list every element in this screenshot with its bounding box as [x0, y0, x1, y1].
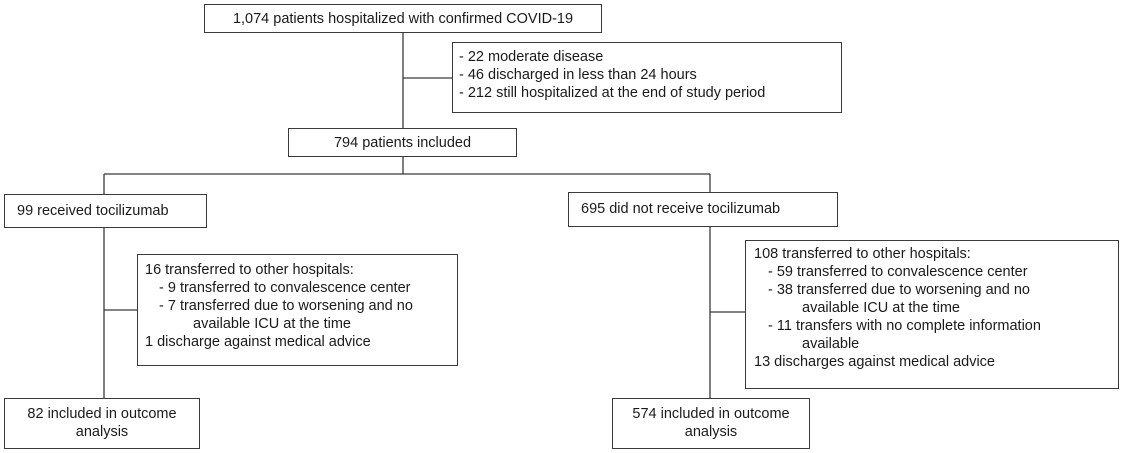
left-group-text: 99 received tocilizumab — [17, 203, 169, 219]
right-removed-item: 13 discharges against medical advice — [754, 354, 995, 370]
right-removed-item: - 59 transferred to convalescence center — [768, 264, 1028, 280]
left-removed-item: available ICU at the time — [193, 316, 351, 332]
box-right-group: 695 did not receive tocilizumab — [568, 192, 838, 227]
exclusion-item: - 212 still hospitalized at the end of s… — [459, 85, 766, 101]
exclusion-item: - 46 discharged in less than 24 hours — [459, 67, 697, 83]
box-exclusions: - 22 moderate disease - 46 discharged in… — [452, 42, 842, 113]
left-removed-item: 16 transferred to other hospitals: — [145, 262, 354, 278]
right-removed-item: 108 transferred to other hospitals: — [754, 246, 971, 262]
box-hospitalized-text: 1,074 patients hospitalized with confirm… — [232, 11, 574, 27]
left-removed-item: - 7 transferred due to worsening and no — [159, 298, 413, 314]
box-hospitalized: 1,074 patients hospitalized with confirm… — [204, 4, 602, 33]
left-removed-item: - 9 transferred to convalescence center — [159, 280, 411, 296]
box-right-outcome: 574 included in outcome analysis — [612, 398, 810, 449]
left-outcome-text: analysis — [75, 424, 129, 440]
right-removed-item: - 11 transfers with no complete informat… — [768, 318, 1041, 334]
box-included-text: 794 patients included — [333, 135, 472, 151]
left-removed-item: 1 discharge against medical advice — [145, 334, 371, 350]
box-included: 794 patients included — [288, 128, 517, 157]
right-outcome-text: 574 included in outcome — [632, 406, 790, 422]
box-left-removed: 16 transferred to other hospitals: - 9 t… — [137, 254, 458, 366]
box-left-outcome: 82 included in outcome analysis — [4, 398, 200, 449]
box-left-group: 99 received tocilizumab — [4, 194, 207, 228]
exclusion-item: - 22 moderate disease — [459, 49, 604, 65]
box-right-removed: 108 transferred to other hospitals: - 59… — [745, 240, 1119, 389]
right-removed-item: - 38 transferred due to worsening and no — [768, 282, 1030, 298]
right-removed-item: available ICU at the time — [802, 300, 960, 316]
left-outcome-text: 82 included in outcome — [27, 406, 177, 422]
right-outcome-text: analysis — [684, 424, 738, 440]
right-removed-item: available — [802, 336, 860, 352]
right-group-text: 695 did not receive tocilizumab — [581, 201, 781, 217]
